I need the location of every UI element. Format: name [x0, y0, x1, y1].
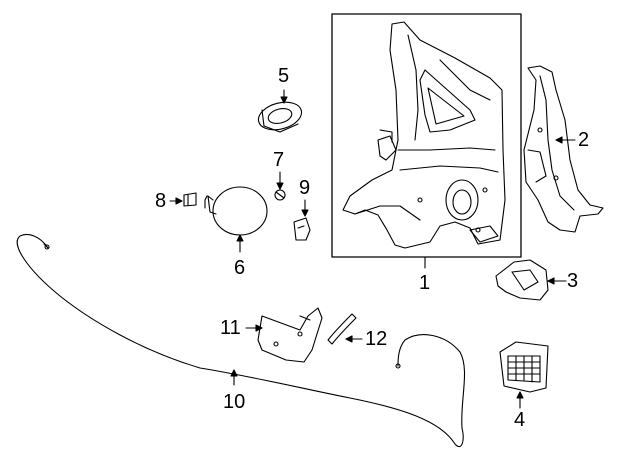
callout-5: 5 — [278, 65, 290, 87]
bumper-part-8 — [169, 192, 197, 207]
callout-1: 1 — [419, 272, 431, 294]
callout-4: 4 — [514, 409, 526, 431]
inner-panel-part — [523, 65, 604, 233]
bracket-part-11 — [245, 307, 323, 363]
clip-part-7 — [274, 171, 286, 201]
callout-7: 7 — [273, 149, 285, 171]
callout-12: 12 — [365, 328, 388, 350]
quarter-panel-part — [342, 21, 506, 249]
release-cable-part — [16, 233, 466, 448]
quarter-panel-group-box — [331, 13, 522, 258]
callout-6: 6 — [234, 257, 246, 279]
callout-9: 9 — [299, 177, 311, 199]
vent-grille-part — [499, 341, 549, 409]
lock-bracket-part — [293, 199, 311, 241]
fuel-door-part — [204, 186, 268, 253]
bracket-part-3 — [495, 259, 567, 301]
callout-10: 10 — [223, 391, 246, 413]
callout-2: 2 — [578, 129, 590, 151]
fuel-housing-part — [257, 89, 303, 133]
callout-3: 3 — [567, 270, 579, 292]
seal-strip-part — [327, 313, 363, 345]
callout-11: 11 — [220, 317, 241, 339]
callout-8: 8 — [155, 190, 167, 212]
